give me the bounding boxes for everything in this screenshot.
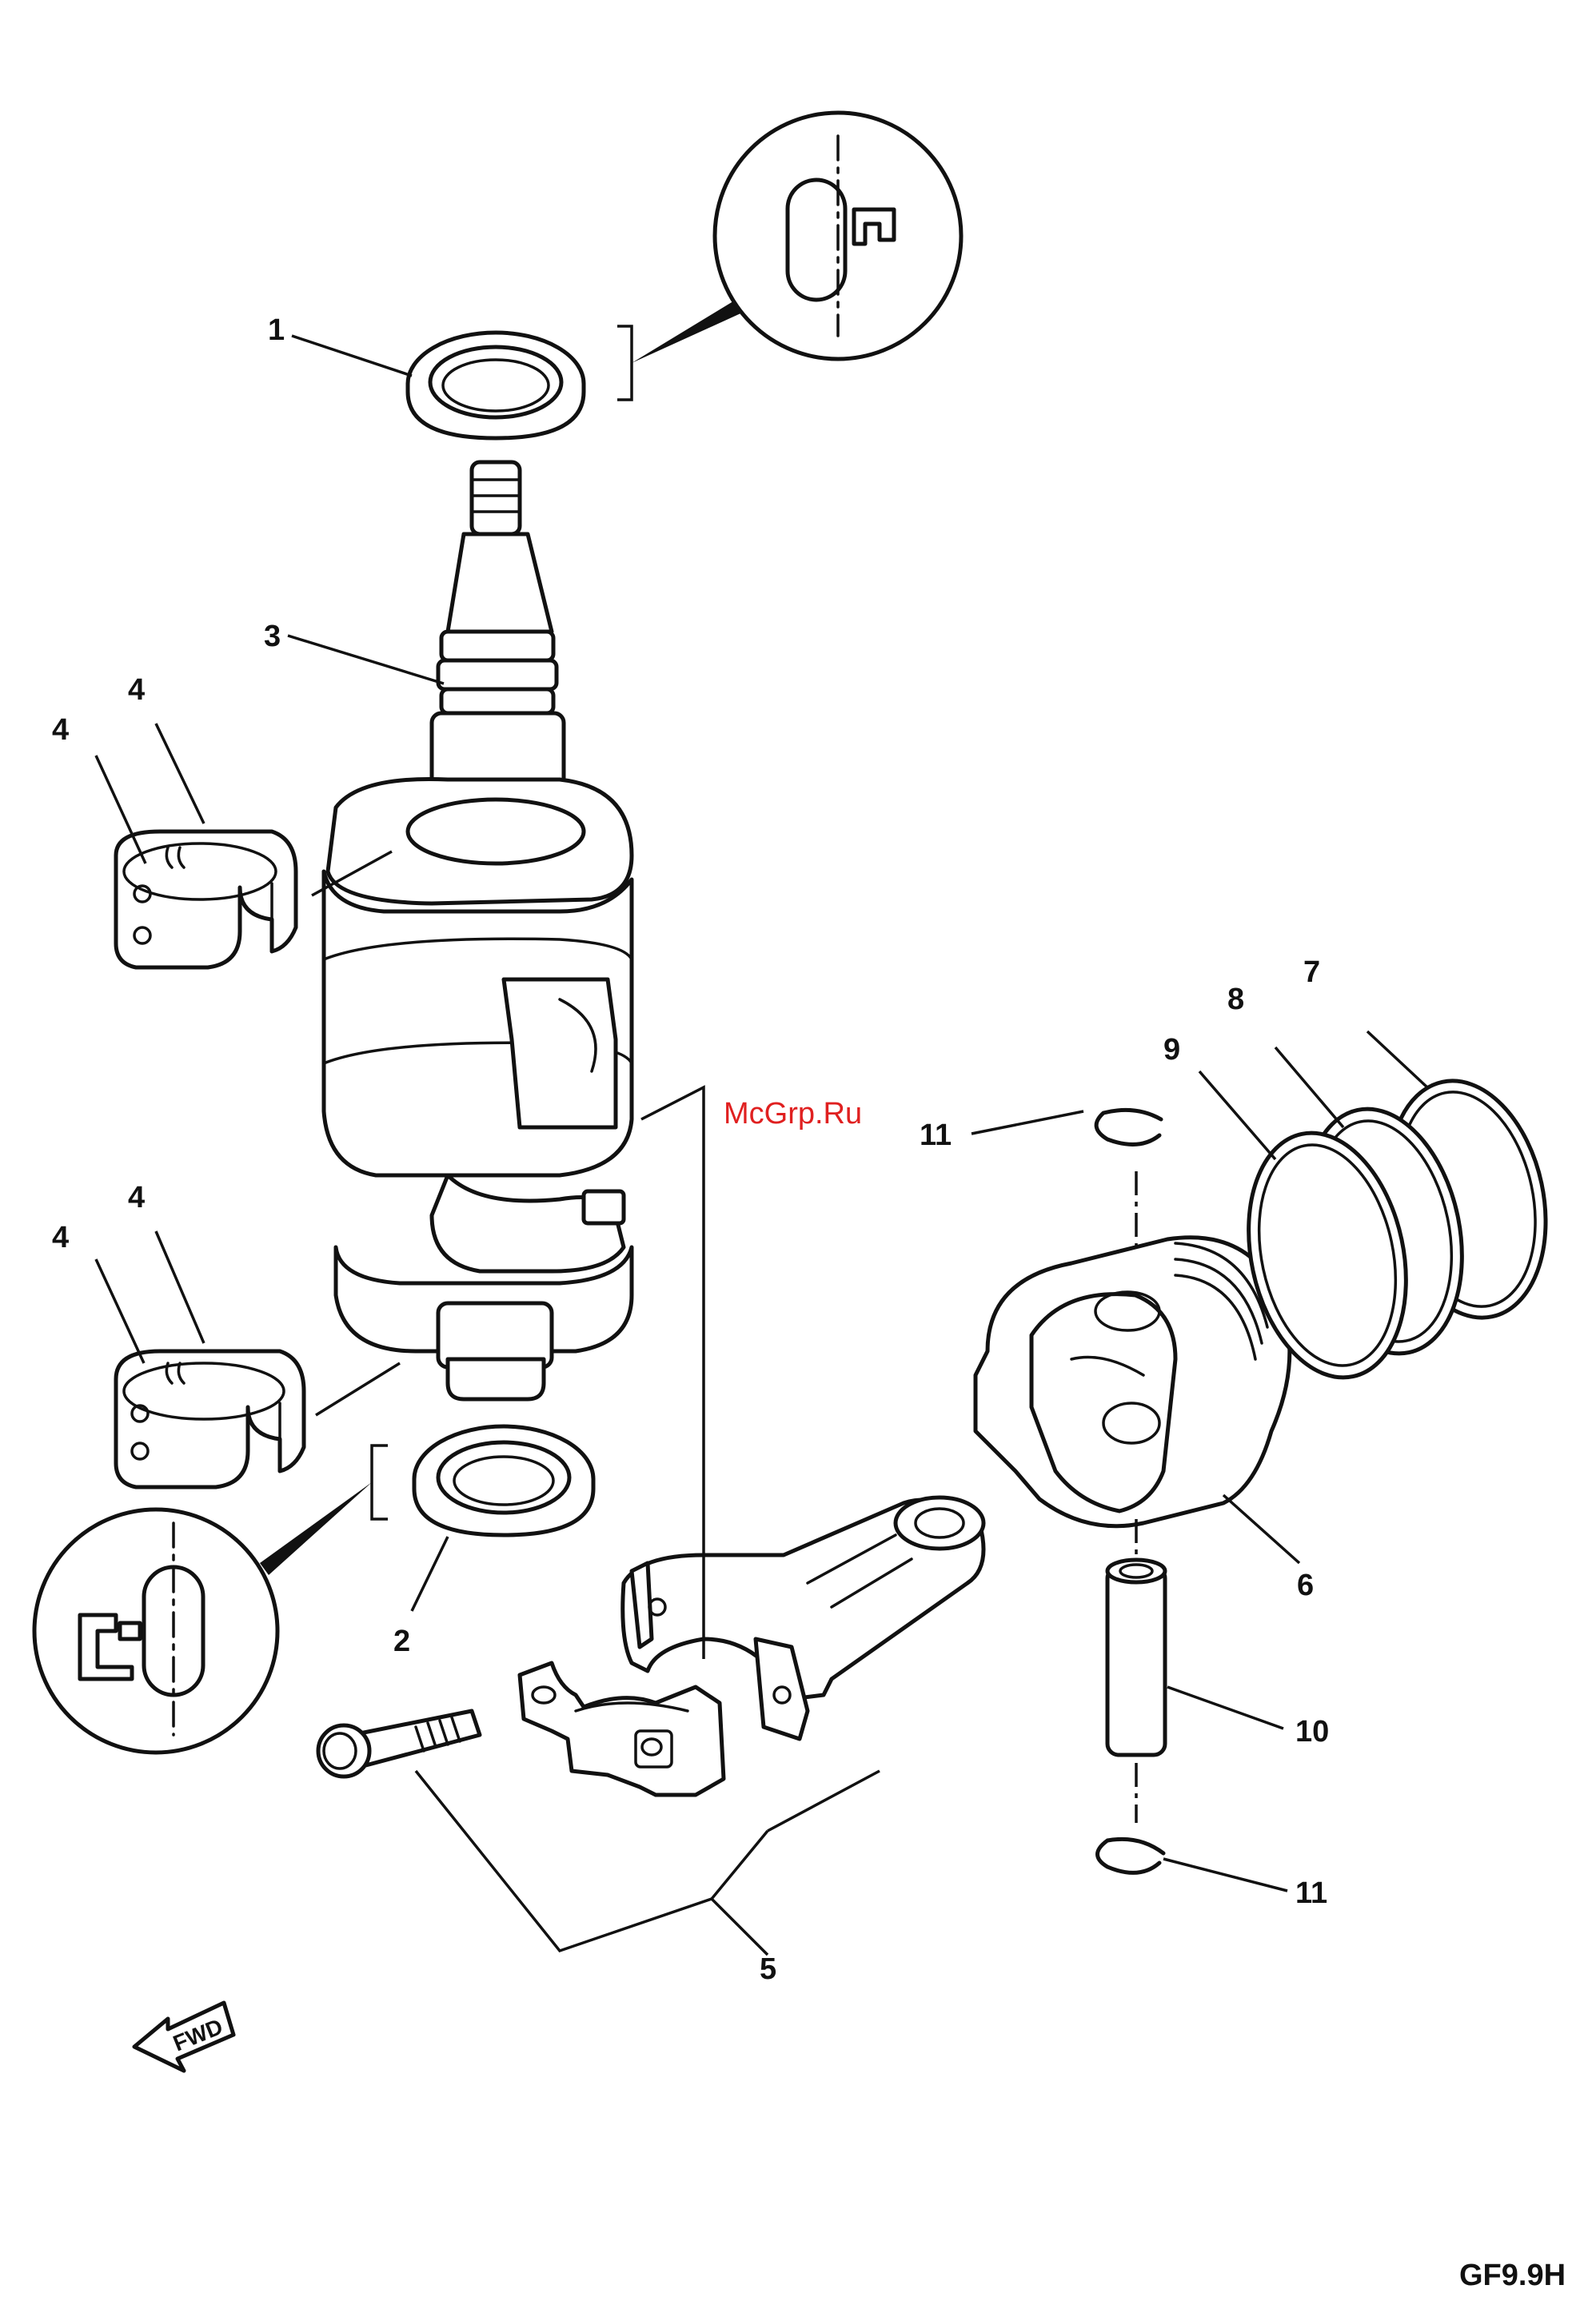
oil-seal-bottom — [414, 1426, 593, 1535]
callout-8: 8 — [1227, 983, 1244, 1016]
callout-2: 2 — [393, 1625, 410, 1658]
pointer-bottom-seal — [260, 1482, 372, 1575]
piston-pin — [1107, 1560, 1165, 1755]
callout-1: 1 — [268, 313, 285, 347]
bearing-upper-pair — [116, 831, 296, 967]
piston — [976, 1238, 1290, 1526]
detail-circle-bottom — [34, 1509, 277, 1753]
detail-circle-top — [715, 113, 961, 359]
pointer-top-seal — [632, 297, 748, 363]
rod-bolt — [318, 1711, 480, 1777]
callout-3: 3 — [264, 620, 281, 653]
circlip-bottom — [1098, 1839, 1164, 1872]
circlip-top — [1096, 1110, 1161, 1144]
diagram-code: GF9.9H — [1459, 2259, 1566, 2292]
oil-seal-top — [408, 333, 584, 438]
callout-7: 7 — [1303, 955, 1320, 989]
rod-cap — [520, 1663, 724, 1795]
callout-10: 10 — [1295, 1715, 1329, 1749]
callout-11a: 11 — [920, 1119, 952, 1152]
crankshaft — [324, 462, 632, 1399]
callout-4a: 4 — [128, 673, 145, 707]
bracket-top-seal — [617, 326, 632, 400]
callout-4d: 4 — [52, 1221, 69, 1254]
callout-6: 6 — [1297, 1569, 1314, 1602]
callout-5: 5 — [760, 1952, 776, 1986]
callout-4c: 4 — [128, 1181, 145, 1214]
bracket-bottom-seal — [372, 1446, 388, 1519]
fwd-arrow: FWD — [134, 2003, 233, 2071]
callout-4b: 4 — [52, 713, 69, 747]
bearing-lower-pair — [116, 1351, 304, 1487]
watermark: McGrp.Ru — [724, 1097, 862, 1131]
callout-11b: 11 — [1295, 1876, 1327, 1910]
callout-9: 9 — [1163, 1033, 1180, 1067]
